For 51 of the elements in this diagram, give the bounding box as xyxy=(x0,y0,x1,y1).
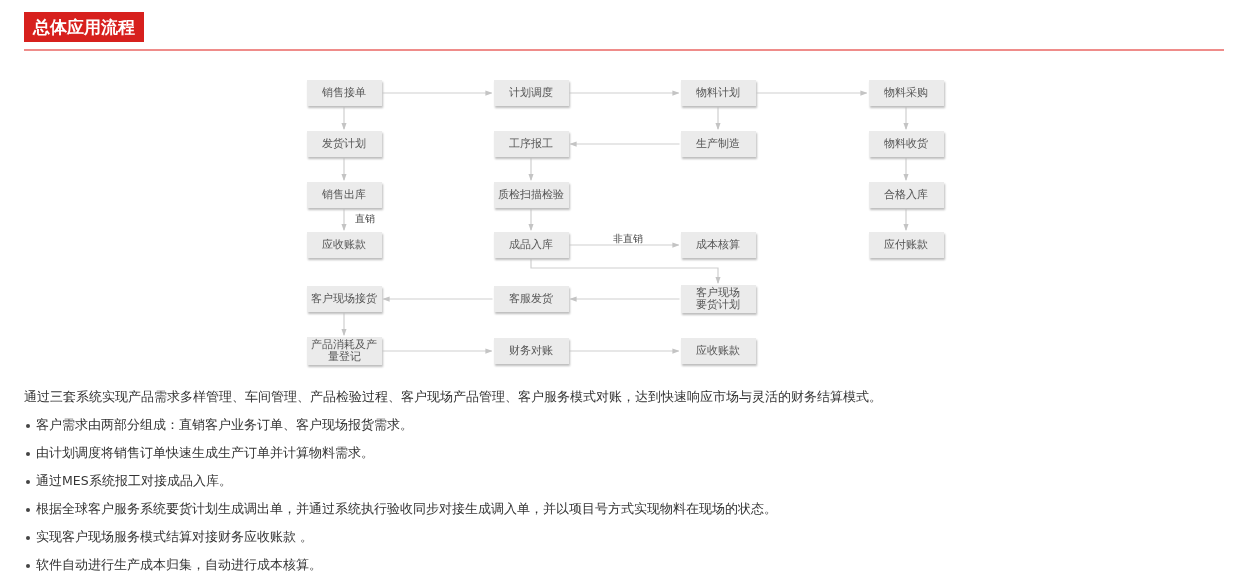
arrow xyxy=(569,141,681,147)
bullet-item: 通过MES系统报工对接成品入库。 xyxy=(36,473,232,489)
paragraph: 通过三套系统实现产品需求多样管理、车间管理、产品检验过程、客户现场产品管理、客户服务模式对账，达到快速响应市场与灵活的财务结算模式。 xyxy=(24,389,882,405)
arrow xyxy=(528,208,534,231)
arrow xyxy=(903,208,909,231)
process-box: 应收账款 xyxy=(306,232,382,258)
process-box: 生产制造 xyxy=(680,131,756,157)
process-box: 应付账款 xyxy=(868,232,944,258)
bullet-item: 客户需求由两部分组成：直销客户业务订单、客户现场报货需求。 xyxy=(36,417,413,433)
edge-label: 直销 xyxy=(354,213,376,224)
process-box: 物料采购 xyxy=(868,80,944,106)
process-box: 成本核算 xyxy=(680,232,756,258)
process-box: 质检扫描检验 xyxy=(493,182,569,208)
arrow xyxy=(381,90,493,96)
arrow xyxy=(903,157,909,181)
bullet-item: 实现客户现场服务模式结算对接财务应收账款 。 xyxy=(36,529,313,545)
arrow xyxy=(569,296,681,302)
process-box: 计划调度 xyxy=(493,80,569,106)
arrow xyxy=(530,258,721,284)
edge-label: 非直销 xyxy=(612,234,644,244)
process-box: 销售接单 xyxy=(306,80,382,106)
arrow xyxy=(568,348,680,354)
process-box: 物料收货 xyxy=(868,131,944,157)
section-title: 总体应用流程 xyxy=(24,12,144,42)
arrow xyxy=(568,90,680,96)
process-box: 成品入库 xyxy=(493,232,569,258)
bullet-item: 根据全球客户服务系统要货计划生成调出单，并通过系统执行验收同步对接生成调入单，并以项目号方式实现物料在现场的状态。 xyxy=(36,501,777,517)
arrow xyxy=(341,106,347,130)
process-box: 工序报工 xyxy=(493,131,569,157)
process-box: 物料计划 xyxy=(680,80,756,106)
process-box: 应收账款 xyxy=(680,338,756,364)
arrow xyxy=(341,157,347,181)
arrow xyxy=(528,157,534,181)
process-box: 销售出库 xyxy=(306,182,382,208)
arrow xyxy=(382,296,494,302)
process-box: 合格入库 xyxy=(868,182,944,208)
process-box: 客户现场接货 xyxy=(306,286,382,312)
bullet-item: 由计划调度将销售订单快速生成生产订单并计算物料需求。 xyxy=(36,445,374,461)
process-box: 客户现场要货计划 xyxy=(680,285,756,313)
arrow xyxy=(341,312,347,336)
arrow xyxy=(715,106,721,130)
process-box: 客服发货 xyxy=(493,286,569,312)
arrow xyxy=(381,348,493,354)
arrow xyxy=(903,106,909,130)
process-box: 发货计划 xyxy=(306,131,382,157)
arrow xyxy=(568,242,680,248)
arrow xyxy=(755,90,868,96)
process-box: 财务对账 xyxy=(493,338,569,364)
process-box: 产品消耗及产量登记 xyxy=(306,337,382,365)
bullet-item: 软件自动进行生产成本归集，自动进行成本核算。 xyxy=(36,557,322,573)
arrow xyxy=(341,208,347,231)
